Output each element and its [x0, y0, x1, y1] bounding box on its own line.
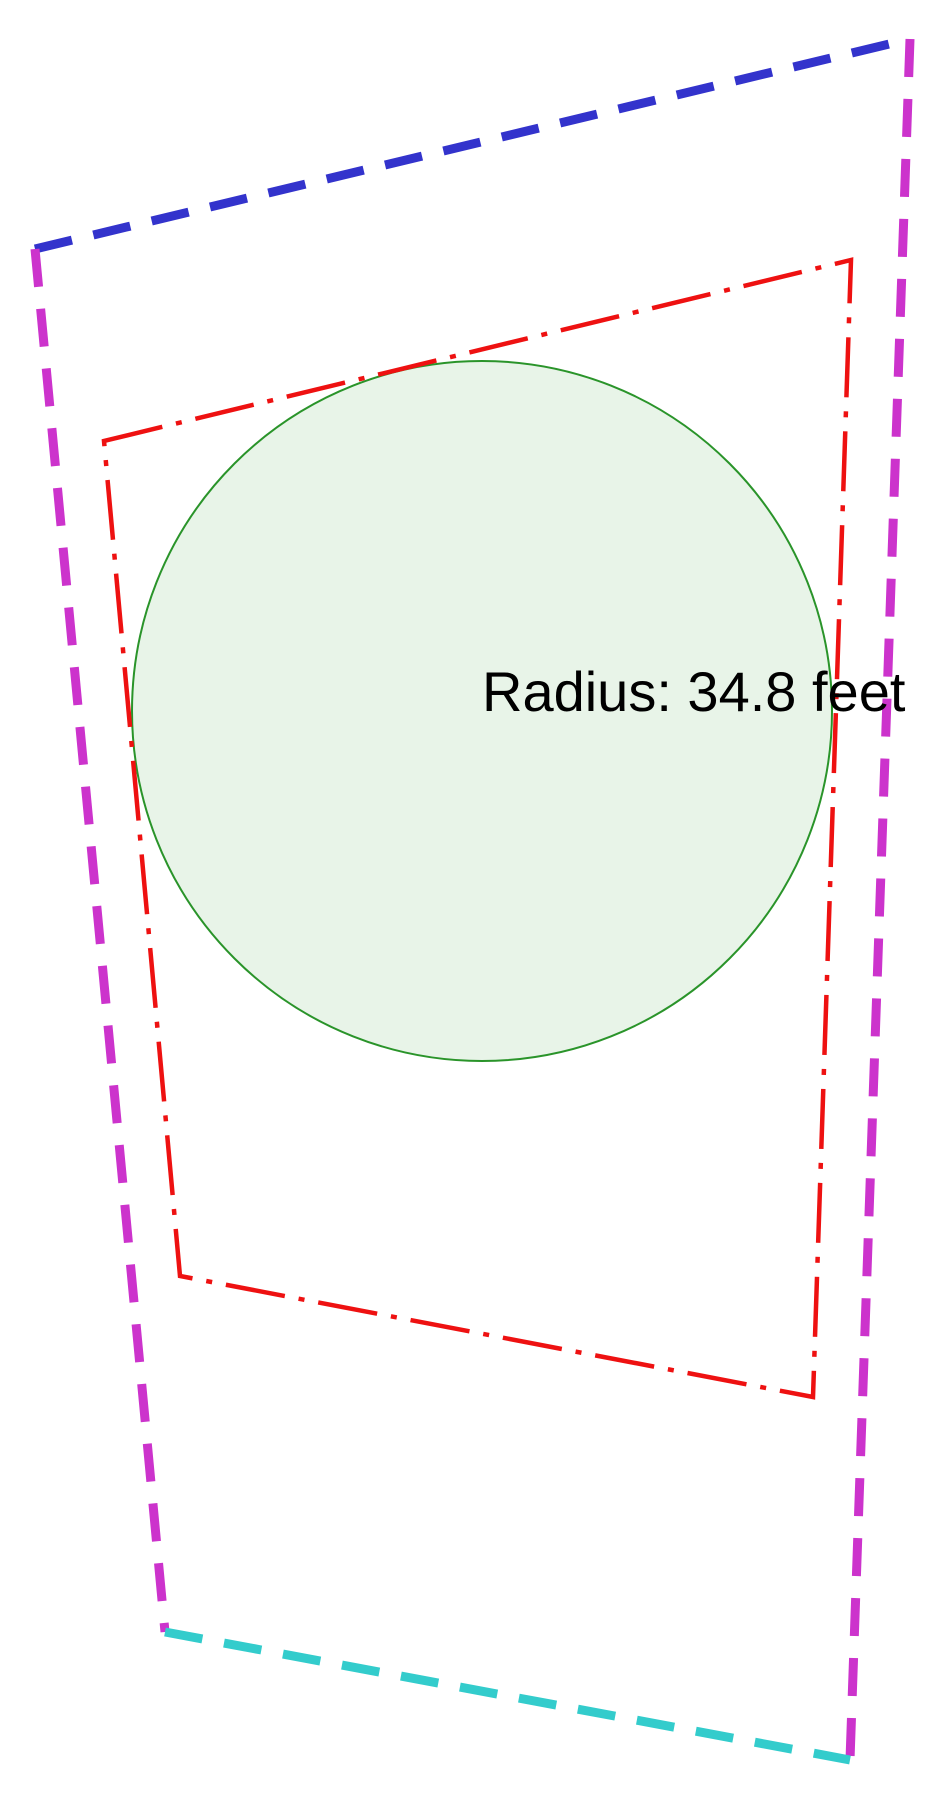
outer-left-edge	[30, 248, 170, 1633]
outer-right-edge	[845, 38, 915, 1761]
outer-top-edge	[33, 34, 912, 254]
inner-quadrilateral	[101, 257, 854, 1400]
outer-quadrilateral	[30, 34, 915, 1765]
outer-bottom-edge	[164, 1627, 851, 1765]
radius-label: Radius: 34.8 feet	[482, 660, 906, 723]
radius-circle	[131, 360, 833, 1062]
